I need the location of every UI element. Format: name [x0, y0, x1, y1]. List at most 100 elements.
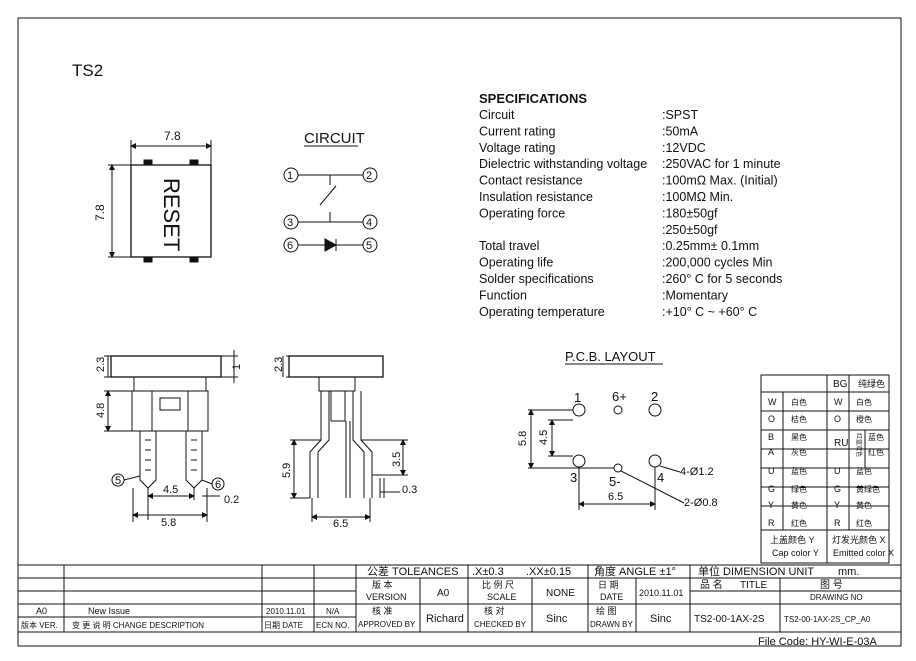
pcb-pin2: 2: [651, 389, 658, 404]
color-cn: 蓝色: [868, 432, 884, 442]
color-cn: 白色: [856, 397, 872, 407]
cap-color-en: Cap color Y: [772, 548, 819, 558]
circuit-pin-5: 5: [366, 240, 372, 252]
color-code: O: [768, 414, 775, 424]
drawing-no-cn: 图 号: [820, 579, 843, 591]
color-code: Y: [768, 500, 774, 510]
spec-value: :0.25mm± 0.1mm: [662, 239, 759, 253]
title-label: TITLE: [740, 580, 768, 591]
checked-value: Sinc: [546, 613, 568, 625]
spec-value: :100MΩ Min.: [662, 190, 733, 204]
approved-cn: 核 准: [372, 605, 393, 616]
color-cn: 白色: [791, 397, 807, 407]
tolerance-label: 公差 TOLEANCES: [367, 564, 459, 578]
spec-label: Voltage rating: [479, 141, 555, 155]
rev-date: 2010.11.01: [266, 607, 306, 616]
title-cn: 品 名: [700, 578, 723, 591]
color-table: [760, 374, 890, 564]
circuit-pin-4: 4: [366, 217, 372, 229]
circuit-schematic: [283, 167, 378, 253]
tolerance-x: .X±0.3: [472, 566, 504, 578]
model-label: TS2: [72, 61, 103, 80]
pcb-outer-label: 5.8: [517, 431, 529, 446]
drawn-label: DRAWN BY: [590, 620, 633, 629]
front-view: [104, 350, 238, 522]
scale-cn: 比 例 尺: [482, 579, 514, 590]
version-label: VERSION: [366, 592, 407, 602]
spec-value: :SPST: [662, 108, 698, 122]
color-cn: 红色: [856, 518, 872, 528]
color-cn: 绿色: [791, 484, 807, 494]
spec-value: :260° C for 5 seconds: [662, 272, 782, 286]
color-cn: 黄绿色: [856, 484, 880, 494]
color-ru-label: RU: [834, 438, 848, 449]
spec-heading: SPECIFICATIONS: [479, 91, 587, 106]
led-color-en: Emitted color X: [833, 548, 894, 558]
spec-label: Operating force: [479, 206, 565, 220]
color-cn: 蓝色: [791, 466, 807, 476]
color-cn: 蓝色: [856, 466, 872, 476]
spec-label: Function: [479, 288, 527, 302]
color-cn: 黄色: [856, 500, 872, 510]
spec-value: :100mΩ Max. (Initial): [662, 174, 778, 188]
color-code: G: [768, 484, 775, 494]
circuit-pin-6: 6: [287, 240, 293, 252]
drawn-cn: 绘 图: [596, 605, 617, 616]
color-code: R: [834, 518, 841, 528]
drawn-value: Sinc: [650, 613, 672, 625]
color-ru-cn: 红蓝双色: [855, 433, 863, 457]
date-label: DATE: [600, 592, 623, 602]
version-value: A0: [437, 588, 450, 599]
pcb-title: P.C.B. LAYOUT: [565, 349, 656, 364]
spec-label: Insulation resistance: [479, 190, 593, 204]
title-value: TS2-00-1AX-2S: [694, 614, 765, 625]
file-code: File Code: HY-WI-E-03A: [758, 636, 877, 648]
side-top-label: 2.3: [273, 357, 285, 372]
side-thick-label: 0.3: [402, 484, 417, 496]
pcb-pin4: 4: [657, 470, 664, 485]
circuit-pin-2: 2: [366, 170, 372, 182]
scale-value: NONE: [546, 588, 575, 599]
spec-value: :+10° C ~ +60° C: [662, 305, 757, 319]
dimension-unit: 单位 DIMENSION UNIT: [698, 564, 814, 578]
color-code: U: [768, 466, 775, 476]
rev-version: A0: [36, 606, 47, 616]
spec-label: Solder specifications: [479, 272, 594, 286]
date-cn: 日 期: [598, 580, 619, 590]
front-body-label: 4.8: [95, 403, 107, 418]
spec-label: Operating life: [479, 256, 553, 270]
angle-tolerance: 角度 ANGLE ±1°: [594, 564, 676, 578]
color-cn: 橙色: [856, 414, 872, 424]
header-version: 版本 VER.: [21, 620, 58, 630]
led-color-cn: 灯发光颜色 X: [832, 534, 886, 545]
front-cap-label: 1: [231, 364, 243, 370]
scale-label: SCALE: [487, 592, 517, 602]
spec-label: Circuit: [479, 108, 515, 122]
side-pin-label: 3.5: [391, 452, 403, 467]
drawing-no-label: DRAWING NO: [810, 593, 863, 602]
spec-value: :Momentary: [662, 288, 729, 302]
pcb-pin1: 1: [574, 390, 581, 405]
color-cn: 红色: [868, 447, 884, 457]
approved-label: APPROVED BY: [358, 620, 416, 629]
top-view: [108, 140, 212, 263]
pcb-hole-large: 4-Ø1.2: [680, 466, 714, 478]
front-top-label: 2.3: [95, 357, 107, 372]
color-cn: 桔色: [791, 414, 807, 424]
cap-color-cn: 上盖颜色 Y: [770, 534, 815, 545]
circuit-pin-3: 3: [287, 217, 293, 229]
title-block-grid: [18, 564, 901, 633]
pcb-pin3: 3: [570, 470, 577, 485]
tolerance-xx: .XX±0.15: [526, 566, 571, 578]
color-code: G: [834, 484, 841, 494]
version-cn: 版 本: [372, 579, 393, 590]
rev-description: New Issue: [88, 606, 130, 616]
side-width-label: 6.5: [333, 518, 348, 530]
pcb-width-label: 6.5: [608, 491, 623, 503]
circuit-title: CIRCUIT: [304, 130, 365, 147]
color-bg-code: BG: [833, 379, 848, 390]
color-code: A: [768, 447, 774, 457]
color-cn: 黄色: [791, 500, 807, 510]
